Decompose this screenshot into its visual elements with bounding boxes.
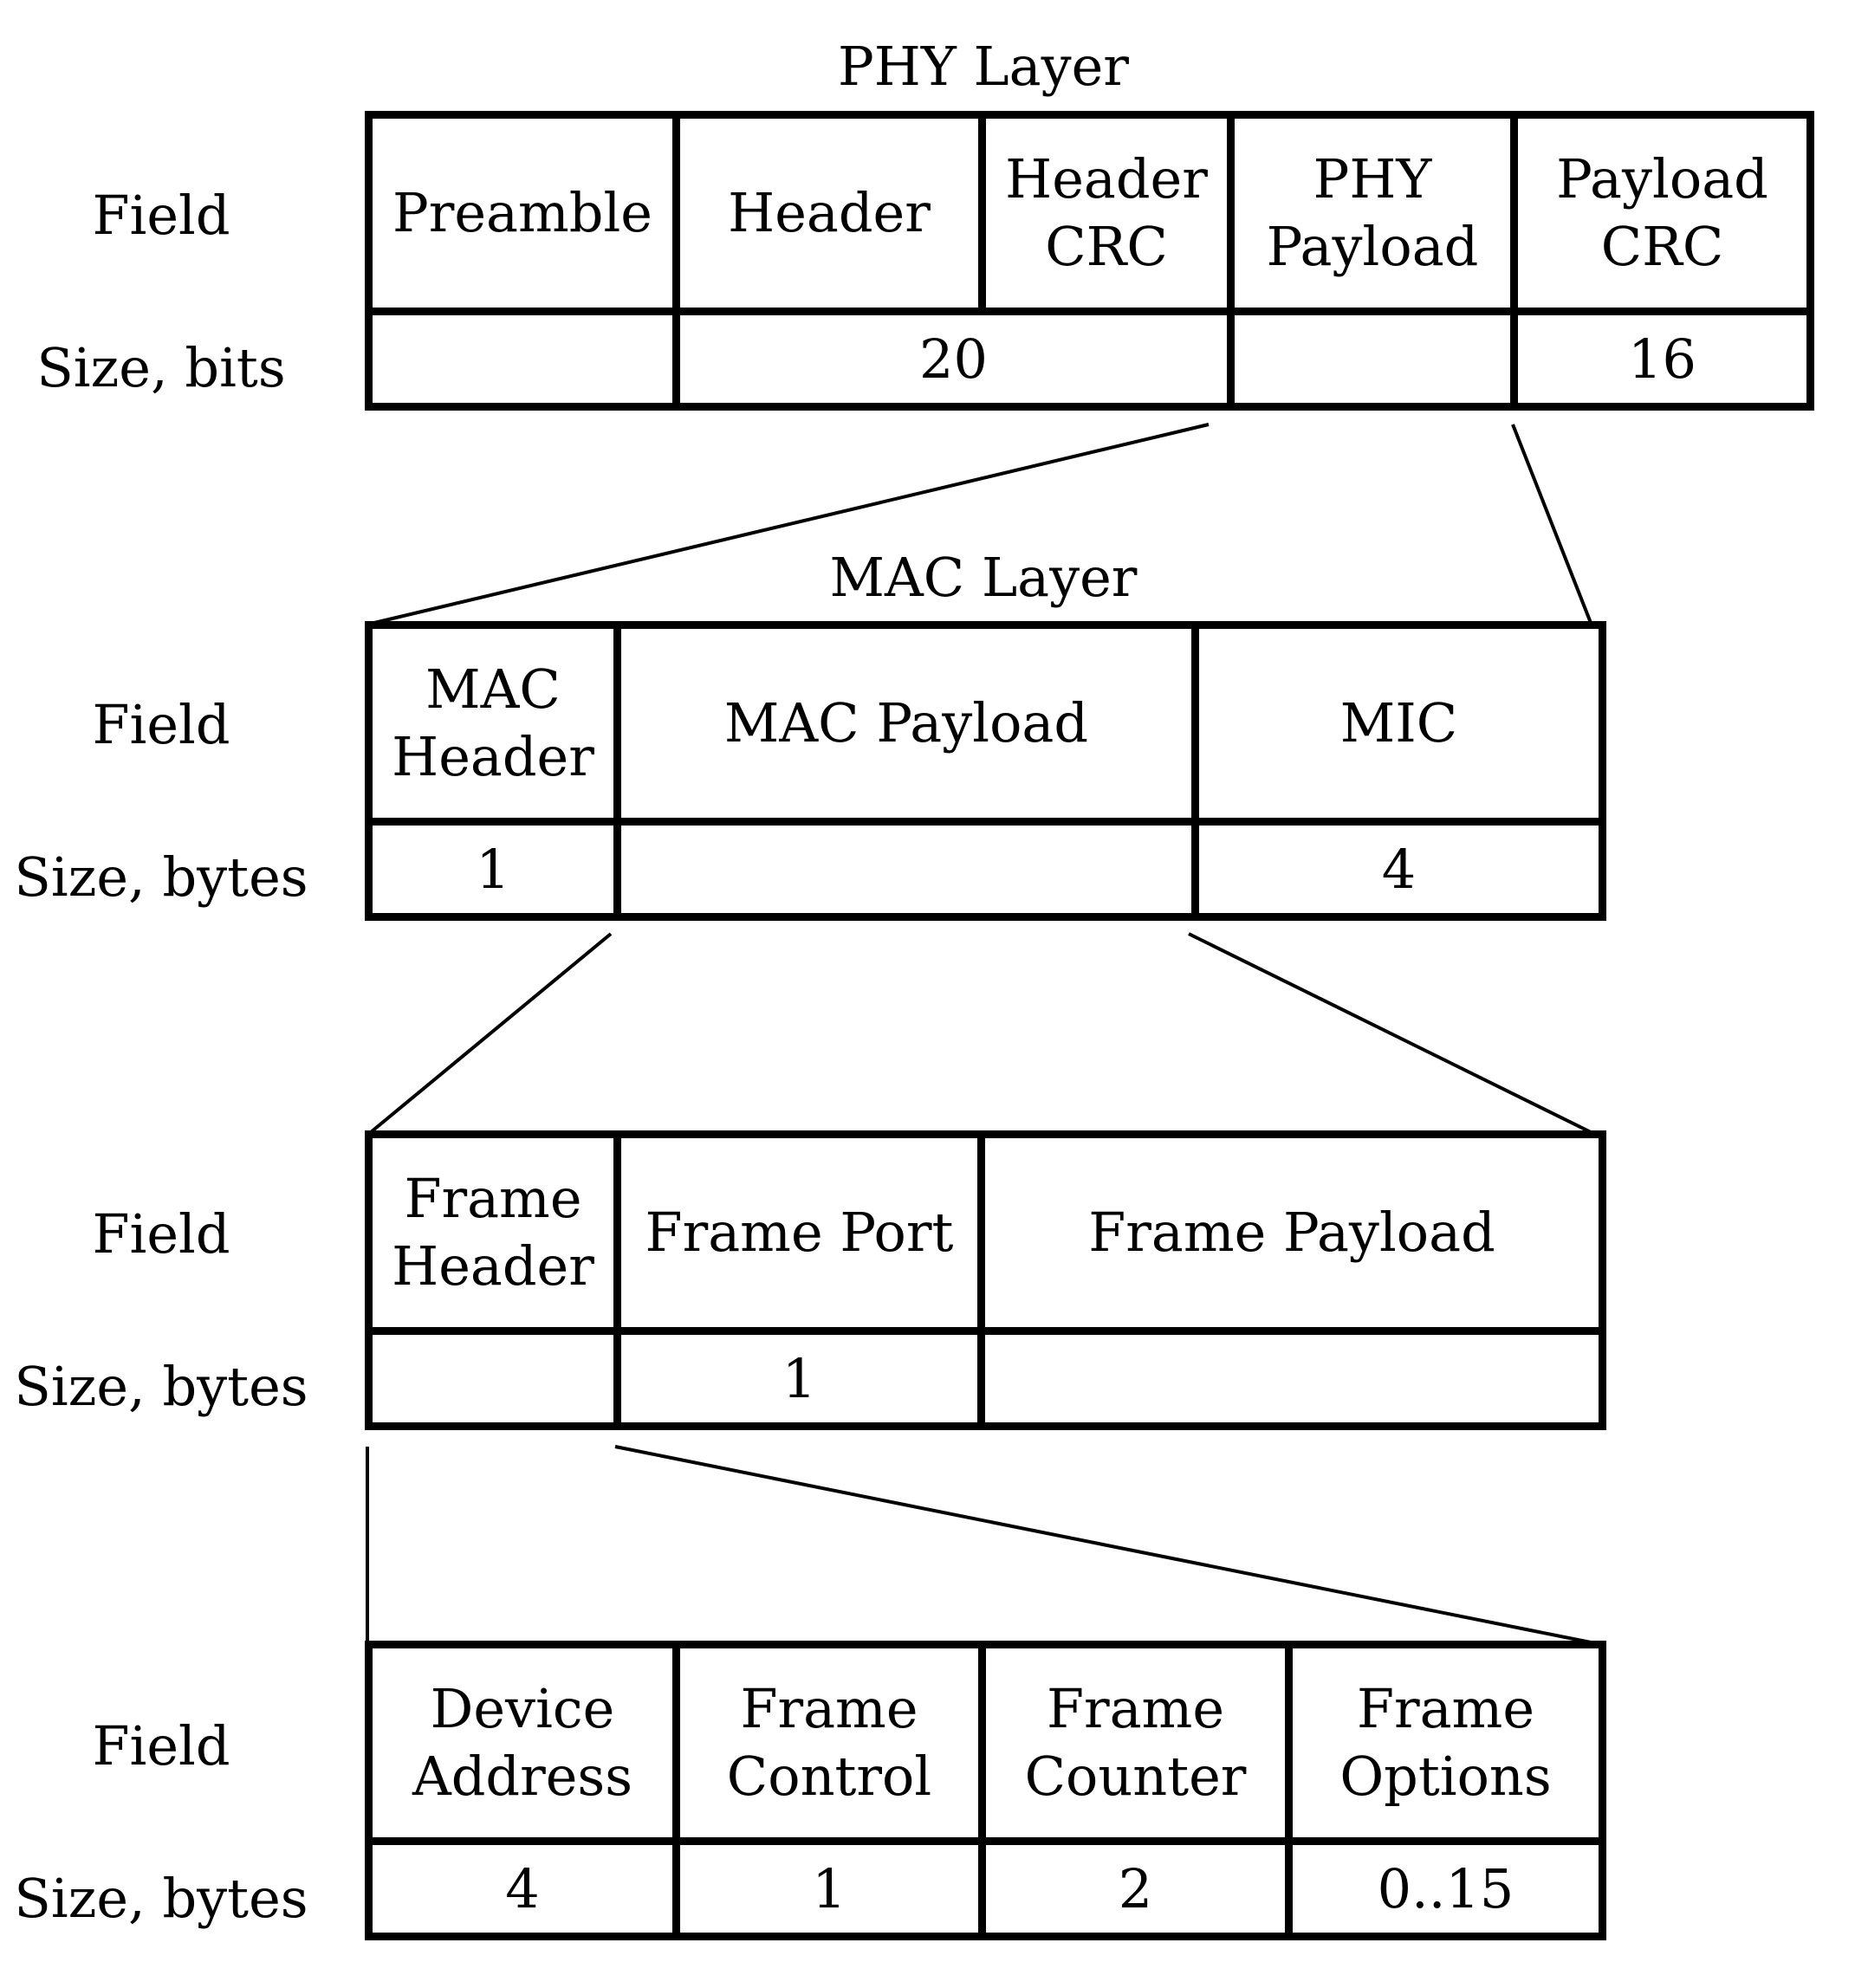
frame-header-field-label: Field [92,1714,230,1778]
frame-field-frame-port: Frame Port [613,1130,985,1335]
phy-size-phy-payload [1227,308,1518,411]
frame-header-field-device-address: Device Address [365,1641,680,1845]
phy-field-payload-crc: Payload CRC [1510,111,1814,315]
frame-header-field-frame-control: Frame Control [672,1641,986,1845]
phy-field-header: Header [672,111,986,315]
phy-size-label: Size, bits [36,336,286,399]
connector-phy-payload-left [373,423,1210,625]
mac-layer-table: MAC Header MAC Payload MIC 1 4 [365,621,1606,921]
mac-field-mac-header: MAC Header [365,621,621,826]
phy-field-phy-payload: PHY Payload [1227,111,1518,315]
frame-size-frame-port: 1 [613,1327,985,1430]
frame-header-size-frame-counter: 2 [978,1837,1293,1940]
phy-size-header-and-crc: 20 [672,308,1235,411]
mac-layer-title: MAC Layer [829,546,1138,609]
frame-header-size-frame-options: 0..15 [1285,1837,1606,1940]
frame-field-label: Field [92,1202,230,1266]
phy-layer-title: PHY Layer [838,35,1129,98]
frame-header-size-frame-control: 1 [672,1837,986,1940]
mac-size-mac-header: 1 [365,818,621,921]
phy-field-header-crc: Header CRC [978,111,1235,315]
connector-frame-header-right [614,1445,1592,1644]
mac-field-label: Field [92,693,230,756]
phy-field-preamble: Preamble [365,111,680,315]
phy-layer-table: Preamble Header Header CRC PHY Payload P… [365,111,1814,411]
frame-header-table: Device Address Frame Control Frame Count… [365,1641,1606,1940]
phy-size-preamble [365,308,680,411]
mac-size-label: Size, bytes [14,845,308,909]
frame-field-frame-header: Frame Header [365,1130,621,1335]
mac-field-mac-payload: MAC Payload [613,621,1199,826]
frame-header-field-frame-counter: Frame Counter [978,1641,1293,1845]
frame-header-size-label: Size, bytes [14,1867,308,1930]
mac-size-mac-payload [613,818,1199,921]
connector-phy-payload-right [1511,424,1592,624]
connector-mac-payload-left [369,932,613,1134]
frame-size-frame-payload [977,1327,1606,1430]
frame-size-frame-header [365,1327,621,1430]
connector-mac-payload-right [1188,932,1592,1134]
frame-size-label: Size, bytes [14,1355,308,1418]
phy-field-label: Field [92,184,230,247]
phy-size-payload-crc: 16 [1510,308,1814,411]
frame-table: Frame Header Frame Port Frame Payload 1 [365,1130,1606,1430]
frame-header-field-frame-options: Frame Options [1285,1641,1606,1845]
mac-size-mic: 4 [1191,818,1606,921]
frame-header-size-device-address: 4 [365,1837,680,1940]
mac-field-mic: MIC [1191,621,1606,826]
frame-field-frame-payload: Frame Payload [977,1130,1606,1335]
